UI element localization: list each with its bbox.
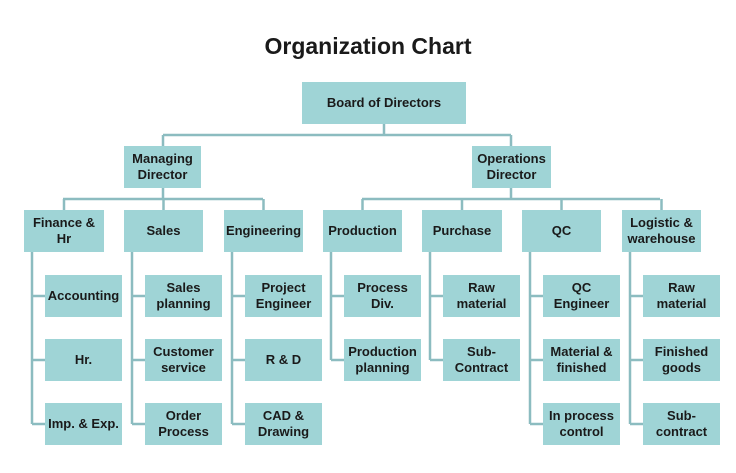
item-box-cad-drawing: CAD & Drawing (245, 403, 322, 445)
managing-director-box: Managing Director (124, 146, 201, 188)
item-box-sub-contract: Sub-contract (643, 403, 720, 445)
item-box-sales-planning: Sales planning (145, 275, 222, 317)
dept-box-purchase: Purchase (422, 210, 502, 252)
dept-box-qc: QC (522, 210, 601, 252)
item-box-order-process: Order Process (145, 403, 222, 445)
item-box-raw-material: Raw material (643, 275, 720, 317)
dept-box-production: Production (323, 210, 402, 252)
dept-box-finance-hr: Finance & Hr (24, 210, 104, 252)
item-box-r-d: R & D (245, 339, 322, 381)
dept-box-logistic-warehouse: Logistic & warehouse (622, 210, 701, 252)
item-box-qc-engineer: QC Engineer (543, 275, 620, 317)
item-box-sub-contract: Sub- Contract (443, 339, 520, 381)
dept-box-sales: Sales (124, 210, 203, 252)
board-of-directors-box: Board of Directors (302, 82, 466, 124)
item-box-project-engineer: Project Engineer (245, 275, 322, 317)
item-box-production-planning: Production planning (344, 339, 421, 381)
operations-director-box: Operations Director (472, 146, 551, 188)
item-box-accounting: Accounting (45, 275, 122, 317)
chart-title: Organization Chart (264, 33, 472, 59)
item-box-customer-service: Customer service (145, 339, 222, 381)
item-box-finished-goods: Finished goods (643, 339, 720, 381)
item-box-raw-material: Raw material (443, 275, 520, 317)
item-box-hr: Hr. (45, 339, 122, 381)
dept-box-engineering: Engineering (224, 210, 303, 252)
item-box-material-finished: Material & finished (543, 339, 620, 381)
item-box-imp-exp: Imp. & Exp. (45, 403, 122, 445)
item-box-process-div: Process Div. (344, 275, 421, 317)
item-box-in-process-control: In process control (543, 403, 620, 445)
